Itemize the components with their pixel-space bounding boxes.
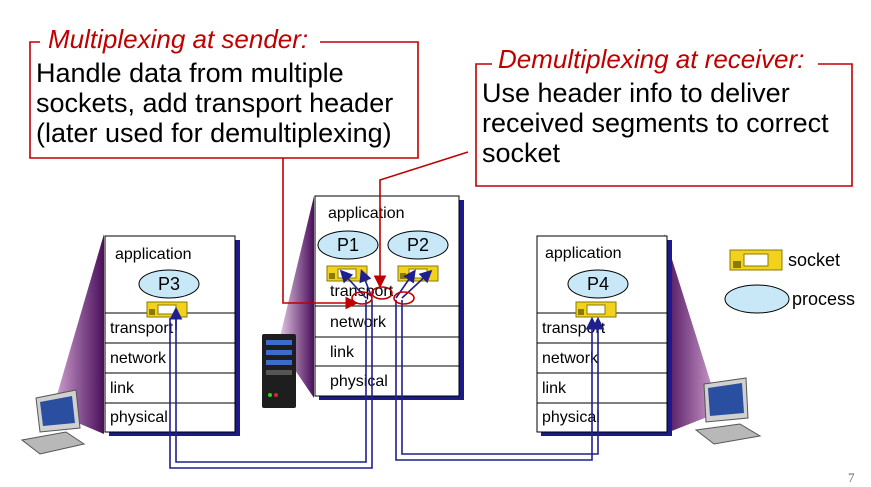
right-layer-network: network xyxy=(542,350,599,367)
right-host-stack: application transport network link physi… xyxy=(536,235,672,436)
legend-process-label: process xyxy=(792,289,855,309)
left-layer-transport: transport xyxy=(110,320,174,337)
socket-p4 xyxy=(575,301,617,318)
process-p1-label: P1 xyxy=(337,235,359,255)
left-layer-link: link xyxy=(110,380,135,397)
path-left-inner xyxy=(169,300,373,469)
process-p3-label: P3 xyxy=(158,274,180,294)
legend: socket process xyxy=(724,249,855,314)
path-right-inner xyxy=(401,300,605,455)
receiver-callout: Demultiplexing at receiver: Use header i… xyxy=(475,44,853,187)
right-layer-transport: transport xyxy=(542,320,606,337)
page-number: 7 xyxy=(848,470,855,485)
middle-host-stack: application transport network link physi… xyxy=(314,195,464,400)
receiver-callout-title: Demultiplexing at receiver: xyxy=(498,44,804,74)
receiver-callout-line-1: Use header info to deliver xyxy=(482,78,790,108)
sender-callout-line-3: (later used for demultiplexing) xyxy=(36,118,392,148)
sender-callout-line-1: Handle data from multiple xyxy=(36,58,344,88)
right-computer-icon xyxy=(694,377,762,445)
right-layer-physical: physical xyxy=(542,409,600,426)
legend-socket-icon xyxy=(729,249,783,271)
process-p2 xyxy=(387,230,449,260)
sender-callout-line-2: sockets, add transport header xyxy=(36,88,393,118)
path-right-outer xyxy=(395,300,599,461)
process-p4-label: P4 xyxy=(587,274,609,294)
middle-layer-physical: physical xyxy=(330,373,388,390)
path-left-outer xyxy=(175,300,367,463)
sender-connector xyxy=(282,158,359,310)
socket-p3 xyxy=(146,301,188,318)
arrow-p1-a xyxy=(339,269,367,299)
left-host-stack: application transport network link physi… xyxy=(104,235,240,436)
data-paths xyxy=(169,269,605,469)
receiver-callout-line-3: socket xyxy=(482,138,561,168)
middle-layer-application: application xyxy=(328,205,405,222)
left-host-wedge xyxy=(52,234,104,434)
middle-layer-link: link xyxy=(330,344,355,361)
left-computer-icon xyxy=(20,389,86,455)
legend-process-icon xyxy=(724,284,790,314)
arrow-p2-b xyxy=(401,269,433,299)
right-layer-application: application xyxy=(545,245,622,262)
receiver-connector xyxy=(373,151,469,289)
callout-connectors xyxy=(282,151,469,310)
socket-p1 xyxy=(326,265,368,282)
process-p1 xyxy=(317,230,379,260)
arrow-p2-a xyxy=(395,269,416,299)
left-layer-physical: physical xyxy=(110,409,168,426)
header-marker-3 xyxy=(393,291,415,305)
server-icon xyxy=(262,334,296,408)
process-p2-label: P2 xyxy=(407,235,429,255)
right-layer-link: link xyxy=(542,380,567,397)
process-p3 xyxy=(138,269,200,299)
socket-p2 xyxy=(397,265,439,282)
sender-callout: Multiplexing at sender: Handle data from… xyxy=(29,24,419,159)
middle-layer-network: network xyxy=(330,314,387,331)
sender-callout-title: Multiplexing at sender: xyxy=(48,24,308,54)
legend-socket-label: socket xyxy=(788,250,840,270)
left-layer-network: network xyxy=(110,350,167,367)
process-p4 xyxy=(567,269,629,299)
receiver-callout-line-2: received segments to correct xyxy=(482,108,829,138)
left-layer-application: application xyxy=(115,246,192,263)
